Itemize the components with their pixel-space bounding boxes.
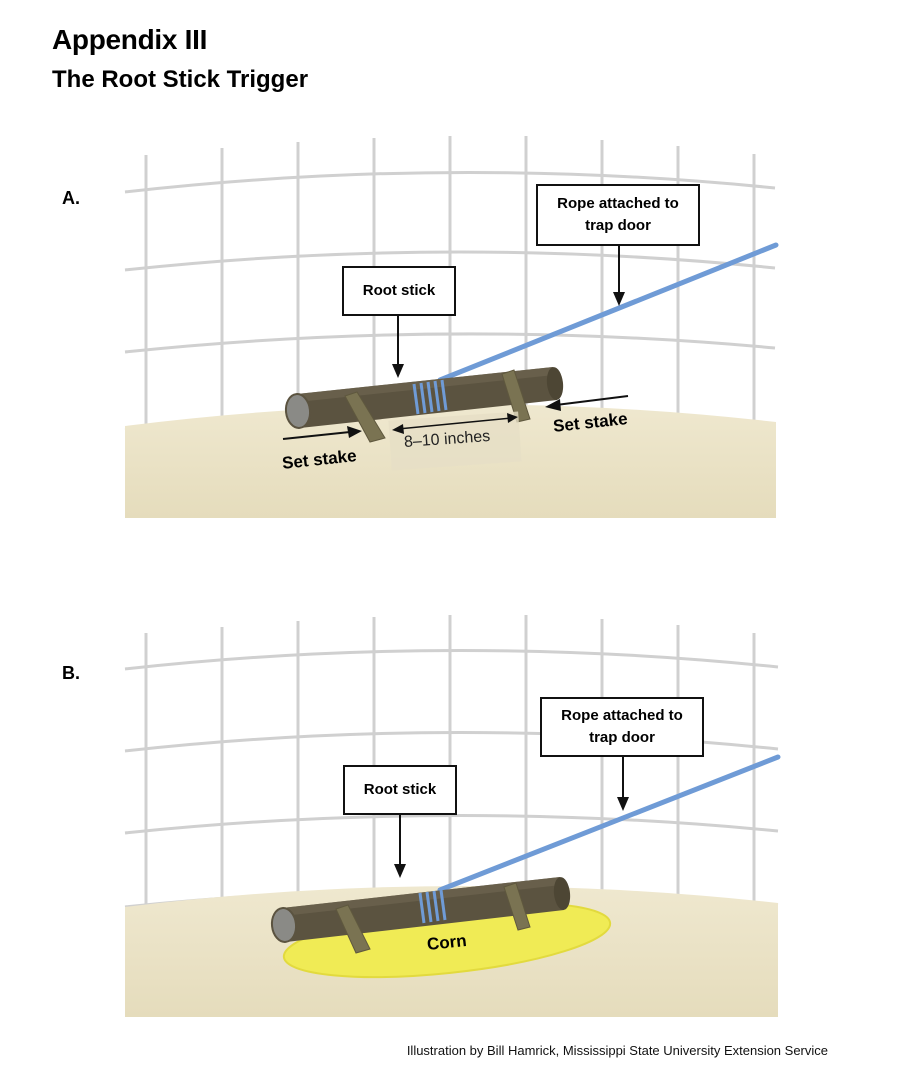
rope-wrap [412, 379, 448, 415]
rope-callout-b: Rope attached to trap door [540, 697, 704, 757]
rope [437, 242, 779, 383]
root-stick-callout-a: Root stick [342, 266, 456, 316]
page-subtitle: The Root Stick Trigger [52, 66, 309, 93]
rope [437, 754, 781, 893]
callout-arrows [282, 243, 629, 440]
rope-wrap [418, 889, 447, 924]
page-title: Appendix III [52, 24, 208, 55]
illustration-credit: Illustration by Bill Hamrick, Mississipp… [406, 1043, 828, 1058]
wire-grid [124, 615, 779, 909]
set-stake-right [501, 369, 531, 423]
panel-b-illustration [124, 615, 781, 1017]
callout-arrows [394, 755, 629, 878]
panel-a: A. Rope attached to trap door Root stick… [0, 130, 914, 550]
panel-a-letter: A. [62, 188, 80, 208]
corn-label: Corn [426, 930, 468, 955]
panel-a-illustration [124, 136, 779, 518]
panel-b-letter: B. [62, 663, 80, 683]
set-stake-right [503, 882, 531, 931]
rope-callout-a: Rope attached to trap door [536, 184, 700, 246]
set-stake-left [335, 904, 371, 954]
panel-b: B. Rope attached to trap door Root stick… [0, 605, 914, 1025]
set-stake-left [344, 391, 386, 443]
root-stick-callout-b: Root stick [343, 765, 457, 815]
